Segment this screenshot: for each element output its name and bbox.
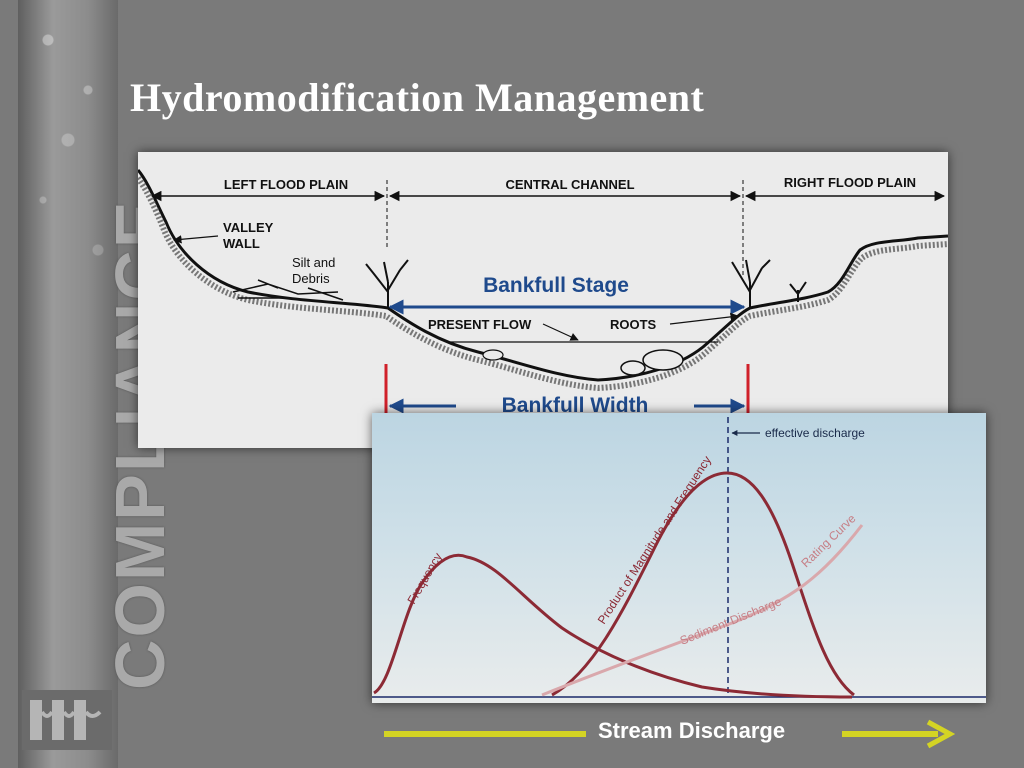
left-flood-plain-label: LEFT FLOOD PLAIN (224, 177, 348, 192)
central-channel-label: CENTRAL CHANNEL (505, 177, 634, 192)
channel-cross-section-diagram: LEFT FLOOD PLAIN CENTRAL CHANNEL RIGHT F… (135, 169, 949, 417)
rock (620, 360, 646, 376)
soil-layer (135, 176, 949, 392)
product-label: Product of Magnitude and Frequency (595, 453, 714, 626)
axis-arrow-head-icon (926, 719, 956, 749)
ground-profile (136, 169, 949, 382)
silt-debris-label-line2: Debris (292, 271, 330, 286)
axis-arrow-tail (384, 731, 586, 737)
bankfull-stage-label: Bankfull Stage (483, 274, 629, 297)
plant-left-icon (365, 259, 409, 308)
roots-label: ROOTS (610, 317, 657, 332)
silt-debris-label-line1: Silt and (292, 255, 335, 270)
bankfull-width-label: Bankfull Width (502, 394, 649, 417)
plant-right-icon (731, 259, 807, 308)
rating-curve (541, 524, 864, 697)
product-curve (551, 471, 855, 697)
discharge-curves-diagram: effective discharge Frequency Product of… (372, 417, 986, 699)
valley-wall-label-line1: VALLEY (223, 220, 274, 235)
frequency-curve (373, 553, 853, 699)
axis-arrow-shaft (842, 731, 938, 737)
side-strip (18, 0, 118, 768)
frequency-label: Frequency (404, 550, 444, 606)
page-title: Hydromodification Management (130, 75, 705, 120)
valley-wall-label-line2: WALL (223, 236, 260, 251)
present-flow-label: PRESENT FLOW (428, 317, 532, 332)
discharge-chart-panel: effective discharge Frequency Product of… (372, 413, 986, 703)
rock (482, 349, 504, 361)
effective-discharge-label: effective discharge (765, 426, 865, 440)
right-flood-plain-label: RIGHT FLOOD PLAIN (784, 175, 916, 190)
sediment-discharge-label: Sediment Discharge (678, 594, 784, 648)
company-logo-icon (22, 690, 112, 750)
water-drops-texture (18, 0, 118, 768)
debris-icon (232, 279, 344, 301)
rock (642, 349, 684, 371)
stream-discharge-label: Stream Discharge (598, 718, 786, 743)
channel-cross-section-panel: LEFT FLOOD PLAIN CENTRAL CHANNEL RIGHT F… (135, 152, 949, 448)
